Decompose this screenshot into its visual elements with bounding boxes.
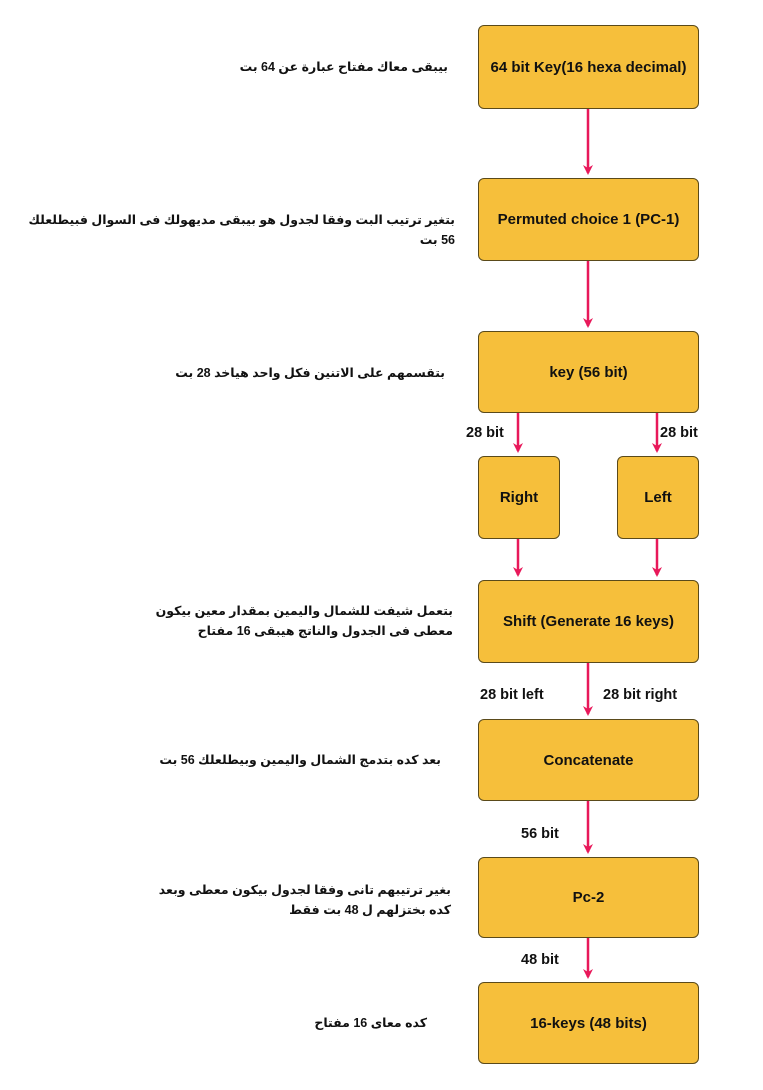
box-left: Left	[617, 456, 699, 539]
box-concatenate: Concatenate	[478, 719, 699, 801]
note-concatenate: بعد كده بتدمج الشمال واليمين وبيطلعلك 56…	[159, 753, 441, 767]
note-pc2: بغير ترتيبهم تانى وفقا لجدول بيكون معطى …	[158, 883, 451, 917]
note-64bit-key: بيبقى معاك مفتاح عبارة عن 64 بت	[239, 60, 448, 74]
box-16-keys: 16-keys (48 bits)	[478, 982, 699, 1064]
box-key-56bit: key (56 bit)	[478, 331, 699, 413]
edge-label-48bit: 48 bit	[521, 952, 559, 968]
note-16-keys: كده معاى 16 مفتاح	[314, 1016, 427, 1030]
note-pc1: بتغير ترتيب البت وفقا لجدول هو بيبقى مدي…	[28, 213, 455, 247]
edge-label-56bit: 56 bit	[521, 826, 559, 842]
box-64bit-key: 64 bit Key(16 hexa decimal)	[478, 25, 699, 109]
box-shift: Shift (Generate 16 keys)	[478, 580, 699, 663]
box-pc2: Pc-2	[478, 857, 699, 938]
box-pc1: Permuted choice 1 (PC-1)	[478, 178, 699, 261]
edge-label-28bit-right: 28 bit	[466, 425, 504, 441]
edge-label-28bit-left-out: 28 bit left	[480, 687, 544, 703]
note-key-56bit: بتقسمهم على الاتنين فكل واحد هياخد 28 بت	[175, 366, 445, 380]
note-shift: بتعمل شيفت للشمال واليمين بمقدار معين بي…	[155, 604, 453, 638]
box-right: Right	[478, 456, 560, 539]
edge-label-28bit-right-out: 28 bit right	[603, 687, 678, 703]
edge-label-28bit-left: 28 bit	[660, 425, 698, 441]
